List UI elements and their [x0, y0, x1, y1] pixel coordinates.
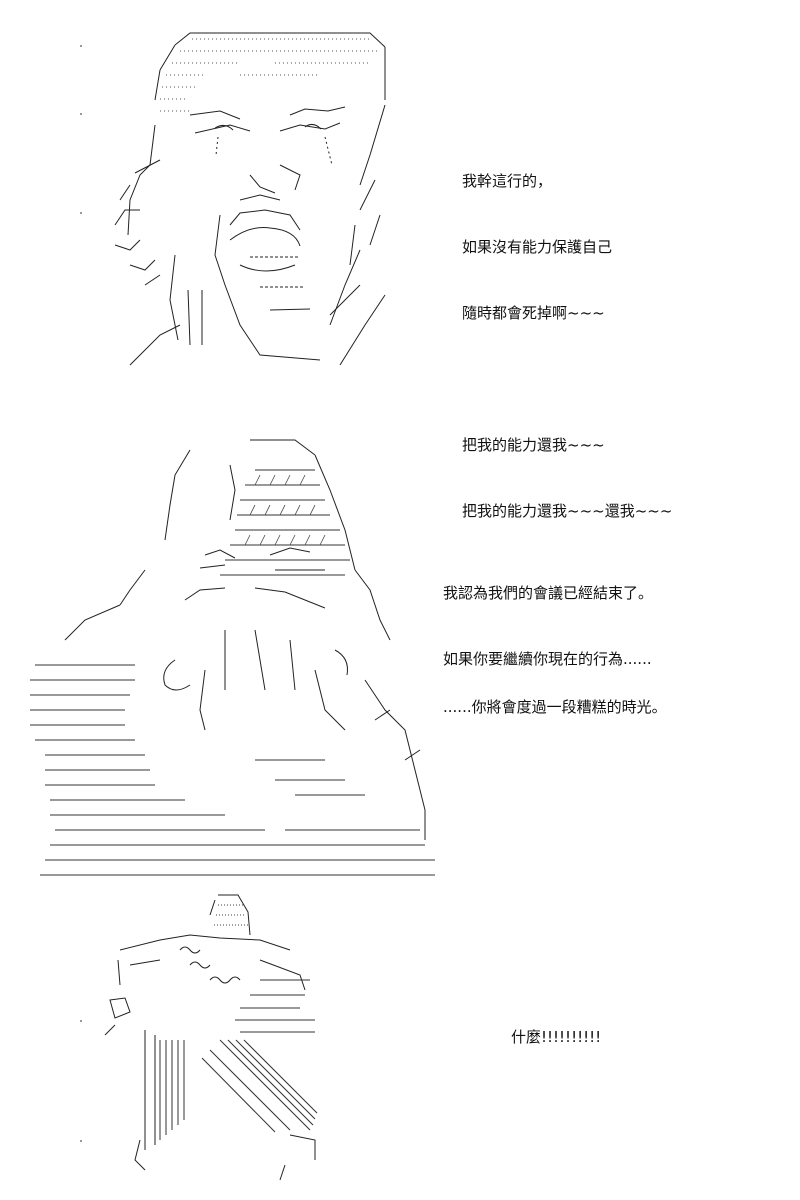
ascii-art-crying-man — [100, 25, 400, 375]
dialogue-line: 把我的能力還我~~~還我~~~ — [462, 502, 673, 520]
dialogue-line: 如果沒有能力保護自己 — [462, 238, 613, 256]
margin-dot — [80, 1140, 82, 1142]
speech-block-2: 我認為我們的會議已經結束了。 如果你要繼續你現在的行為...... — [443, 538, 653, 714]
margin-dot — [80, 113, 82, 115]
panel-3: 什麼!!!!!!!!!! — [0, 890, 800, 1190]
dialogue-line: 我認為我們的會議已經結束了。 — [443, 584, 654, 602]
ascii-art-seated-figure — [25, 430, 440, 890]
margin-dot — [80, 212, 82, 214]
margin-dot — [80, 1020, 82, 1022]
margin-dot — [80, 45, 82, 47]
ascii-art-surprised-figure — [100, 890, 335, 1185]
spacer — [462, 368, 672, 390]
dialogue-line: 如果你要繼續你現在的行為...... — [443, 650, 652, 668]
panel-1: 我幹這行的， 如果沒有能力保護自己 隨時都會死掉啊~~~ 把我的能力還我~~~ … — [0, 0, 800, 520]
dialogue-line: 把我的能力還我~~~ — [462, 436, 605, 454]
speech-block-4: 什麼!!!!!!!!!! — [511, 982, 601, 1092]
dialogue-line: ......你將會度過一段糟糕的時光。 — [443, 698, 667, 716]
dialogue-line: 什麼!!!!!!!!!! — [511, 1028, 602, 1046]
panel-2: 我認為我們的會議已經結束了。 如果你要繼續你現在的行為...... ......… — [0, 420, 800, 890]
speech-block-1: 我幹這行的， 如果沒有能力保護自己 隨時都會死掉啊~~~ 把我的能力還我~~~ … — [462, 126, 672, 566]
dialogue-line: 我幹這行的， — [462, 172, 553, 190]
dialogue-line: 隨時都會死掉啊~~~ — [462, 304, 605, 322]
speech-block-3: ......你將會度過一段糟糕的時光。 — [443, 652, 667, 762]
